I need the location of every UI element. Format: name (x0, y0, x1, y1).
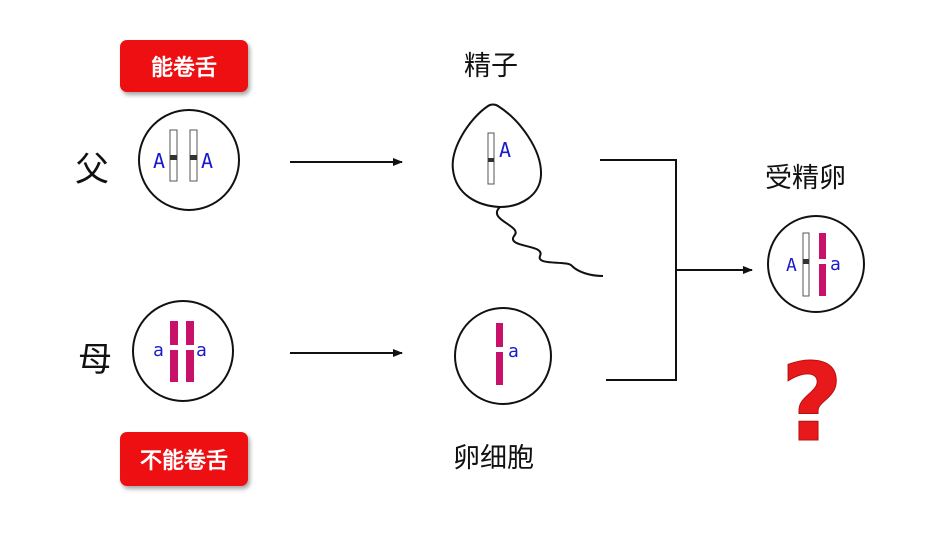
zygote-allele-1: A (786, 255, 797, 276)
mother-chromosome-2 (186, 321, 194, 382)
sperm-cell: A (451, 103, 604, 277)
father-cell: A A (138, 109, 240, 211)
sperm-chromosome (487, 132, 495, 185)
zygote-chromosome-recessive (819, 233, 826, 296)
egg-allele: a (508, 341, 519, 362)
mother-allele-2: a (196, 340, 207, 361)
father-phenotype-text: 能卷舌 (150, 56, 217, 81)
mother-cell: a a (132, 300, 234, 402)
mother-phenotype-text: 不能卷舌 (139, 449, 228, 474)
egg-cell: a (454, 307, 552, 405)
sperm-label: 精子 (464, 51, 518, 82)
egg-chromosome (496, 323, 503, 385)
zygote-label: 受精卵 (765, 163, 846, 194)
sperm-tail (496, 206, 604, 277)
egg-label: 卵细胞 (453, 443, 534, 474)
father-chromosome-1 (169, 129, 178, 182)
father-label: 父 (75, 150, 109, 190)
father-allele-2: A (201, 149, 213, 173)
father-chromosome-2 (189, 129, 198, 182)
zygote-allele-2: a (830, 254, 841, 275)
zygote-cell: A a (767, 215, 865, 313)
mother-allele-1: a (153, 340, 164, 361)
question-mark-icon: ? (781, 341, 844, 466)
zygote-chromosome-dominant (802, 232, 810, 297)
father-phenotype-badge: 能卷舌 (120, 40, 248, 92)
fertilization-bracket (600, 159, 677, 381)
mother-phenotype-badge: 不能卷舌 (120, 432, 248, 486)
mother-label: 母 (78, 340, 112, 380)
sperm-allele: A (499, 138, 511, 162)
mother-chromosome-1 (170, 321, 178, 382)
father-allele-1: A (153, 149, 165, 173)
